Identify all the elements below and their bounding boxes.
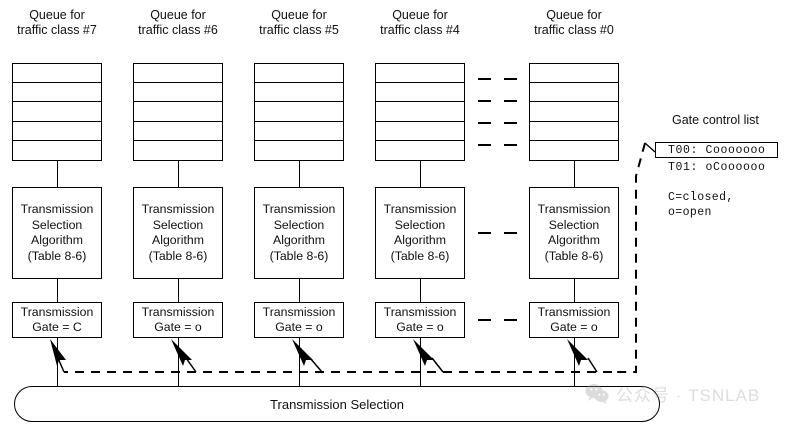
queue-slot (255, 102, 343, 122)
queue-stack-1 (133, 63, 223, 161)
connector-gate-to-selection-1 (178, 338, 179, 386)
ellipsis-dash (504, 78, 517, 80)
queue-slot (376, 64, 464, 84)
queue-slot (255, 141, 343, 160)
ellipsis-dash (504, 232, 517, 234)
gate-box-0: Transmission Gate = C (12, 302, 102, 338)
gate-control-entry-1-states: oCoooooo (705, 161, 766, 174)
queue-slot (530, 83, 618, 103)
ellipsis-dash (504, 122, 517, 124)
connector-gate-to-selection-4 (574, 338, 575, 386)
queue-slot (13, 141, 101, 160)
ellipsis-dash (478, 232, 491, 234)
connector-tsa-to-gate-3 (420, 279, 421, 302)
queue-slot (255, 122, 343, 141)
connector-queue-to-tsa-4 (574, 161, 575, 187)
gate-box-1: Transmission Gate = o (133, 302, 223, 338)
queue-stack-4 (529, 63, 619, 161)
queue-slot (376, 102, 464, 122)
queue-slot (13, 83, 101, 103)
queue-header-3: Queue for traffic class #4 (380, 8, 460, 37)
gate-control-list-active-row-highlight (655, 142, 778, 158)
gate-control-arrow-1 (171, 339, 197, 373)
connector-queue-to-tsa-2 (299, 161, 300, 187)
transmission-selection-bar: Transmission Selection (14, 386, 660, 422)
ellipsis-dash (478, 319, 491, 321)
tsa-box-3: Transmission Selection Algorithm (Table … (375, 187, 465, 279)
queue-stack-0 (12, 63, 102, 161)
connector-gate-to-selection-0 (57, 338, 58, 386)
queue-slot (13, 102, 101, 122)
tsa-box-4: Transmission Selection Algorithm (Table … (529, 187, 619, 279)
gate-control-entry-0: T00: Cooooooo (668, 144, 766, 157)
gate-box-2: Transmission Gate = o (254, 302, 344, 338)
queue-header-4: Queue for traffic class #0 (534, 8, 614, 37)
ellipsis-dash (478, 144, 491, 146)
gate-control-entry-0-states: Cooooooo (705, 144, 766, 157)
queue-stack-3 (375, 63, 465, 161)
connector-tsa-to-gate-1 (178, 279, 179, 302)
queue-slot (134, 64, 222, 84)
queue-slot (134, 141, 222, 160)
gate-control-arrow-3 (413, 339, 444, 373)
queue-slot (13, 122, 101, 141)
queue-header-0: Queue for traffic class #7 (17, 8, 97, 37)
ellipsis-dash (478, 100, 491, 102)
queue-slot (134, 122, 222, 141)
gate-control-arrow-0 (50, 339, 66, 373)
connector-queue-to-tsa-0 (57, 161, 58, 187)
gate-box-3: Transmission Gate = o (375, 302, 465, 338)
connector-tsa-to-gate-2 (299, 279, 300, 302)
tsa-box-1: Transmission Selection Algorithm (Table … (133, 187, 223, 279)
queue-header-2: Queue for traffic class #5 (259, 8, 339, 37)
connector-gate-to-selection-2 (299, 338, 300, 386)
queue-header-1: Queue for traffic class #6 (138, 8, 218, 37)
queue-slot (255, 64, 343, 84)
queue-stack-2 (254, 63, 344, 161)
connector-queue-to-tsa-3 (420, 161, 421, 187)
gate-control-arrow-2 (292, 339, 323, 373)
gate-control-list-legend: C=closed, o=open (668, 191, 734, 219)
gate-control-entry-1-label: T01: (668, 161, 699, 174)
queue-slot (530, 64, 618, 84)
queue-slot (376, 83, 464, 103)
gate-control-arrow-4 (567, 339, 598, 373)
queue-slot (376, 141, 464, 160)
ellipsis-dash (478, 122, 491, 124)
queue-slot (530, 102, 618, 122)
ellipsis-dash (478, 78, 491, 80)
queue-slot (134, 83, 222, 103)
ellipsis-dash (504, 144, 517, 146)
tsa-box-2: Transmission Selection Algorithm (Table … (254, 187, 344, 279)
ellipsis-dash (504, 319, 517, 321)
tsa-box-0: Transmission Selection Algorithm (Table … (12, 187, 102, 279)
queue-slot (530, 141, 618, 160)
connector-queue-to-tsa-1 (178, 161, 179, 187)
gate-control-leader-line (644, 142, 656, 153)
queue-slot (255, 83, 343, 103)
gate-box-4: Transmission Gate = o (529, 302, 619, 338)
queue-slot (134, 102, 222, 122)
connector-tsa-to-gate-0 (57, 279, 58, 302)
connector-gate-to-selection-3 (420, 338, 421, 386)
gate-control-entry-0-label: T00: (668, 144, 699, 157)
queue-slot (13, 64, 101, 84)
queue-slot (376, 122, 464, 141)
ellipsis-dash (504, 100, 517, 102)
connector-tsa-to-gate-4 (574, 279, 575, 302)
gate-control-list-title: Gate control list (672, 113, 759, 127)
gate-control-entry-1: T01: oCoooooo (668, 161, 766, 174)
queue-slot (530, 122, 618, 141)
